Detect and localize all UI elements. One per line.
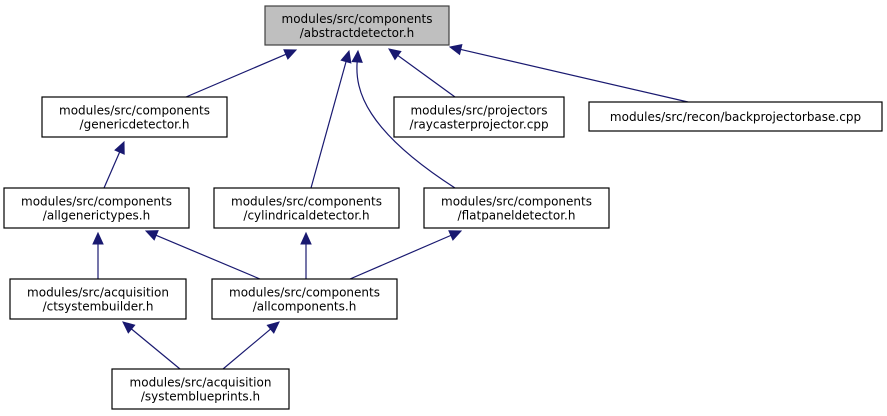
edge-line xyxy=(460,48,689,103)
node-box[interactable] xyxy=(41,96,228,138)
arrowhead-icon xyxy=(388,48,402,61)
node-cylindricaldetector[interactable]: modules/src/components/cylindricaldetect… xyxy=(213,187,400,229)
node-box[interactable] xyxy=(213,187,400,229)
node-label: /systemblueprints.h xyxy=(141,390,260,404)
arrowhead-icon xyxy=(300,231,312,245)
edge-genericdetector-to-abstractdetector xyxy=(185,49,298,98)
node-box[interactable] xyxy=(9,278,187,320)
node-systemblueprints[interactable]: modules/src/acquisition/systemblueprints… xyxy=(111,368,290,410)
nodes-layer: modules/src/components/abstractdetector.… xyxy=(3,5,883,410)
node-label: modules/src/components xyxy=(282,12,433,26)
node-box[interactable] xyxy=(264,5,450,46)
edge-line xyxy=(397,54,456,98)
edges-layer xyxy=(92,43,689,370)
node-box[interactable] xyxy=(423,187,610,229)
edge-allgenerictypes-to-genericdetector xyxy=(103,140,125,189)
node-label: /genericdetector.h xyxy=(80,118,190,132)
edge-line xyxy=(222,328,271,370)
node-raycasterprojector[interactable]: modules/src/projectors/raycasterprojecto… xyxy=(393,96,565,138)
arrowhead-icon xyxy=(448,43,463,56)
node-allgenerictypes[interactable]: modules/src/components/allgenerictypes.h xyxy=(3,187,190,229)
arrowhead-icon xyxy=(283,49,298,60)
edge-allcomponents-to-cylindricaldetector xyxy=(300,231,312,279)
node-label: /flatpaneldetector.h xyxy=(458,209,576,223)
node-box[interactable] xyxy=(393,96,565,138)
edge-line xyxy=(349,234,452,280)
edge-raycasterprojector-to-abstractdetector xyxy=(388,48,456,98)
node-allcomponents[interactable]: modules/src/components/allcomponents.h xyxy=(211,278,398,320)
arrowhead-icon xyxy=(122,321,136,334)
edge-line xyxy=(103,151,121,189)
arrowhead-icon xyxy=(114,140,125,155)
node-label: modules/src/projectors xyxy=(410,104,547,118)
node-ctsystembuilder[interactable]: modules/src/acquisition/ctsystembuilder.… xyxy=(9,278,187,320)
node-flatpaneldetector[interactable]: modules/src/components/flatpaneldetector… xyxy=(423,187,610,229)
node-label: modules/src/components xyxy=(59,104,210,118)
node-label: /allgenerictypes.h xyxy=(43,209,150,223)
node-label: modules/src/components xyxy=(21,195,172,209)
arrowhead-icon xyxy=(340,49,352,64)
arrowhead-icon xyxy=(351,49,363,63)
arrowhead-icon xyxy=(144,230,159,241)
node-backprojectorbase[interactable]: modules/src/recon/backprojectorbase.cpp xyxy=(588,101,883,132)
node-box[interactable] xyxy=(3,187,190,229)
node-label: modules/src/components xyxy=(231,195,382,209)
node-label: /ctsystembuilder.h xyxy=(43,300,154,314)
arrowhead-icon xyxy=(448,230,463,241)
node-label: modules/src/acquisition xyxy=(27,286,169,300)
node-label: modules/src/components xyxy=(441,195,592,209)
node-box[interactable] xyxy=(211,278,398,320)
arrowhead-icon xyxy=(92,231,104,245)
edge-line xyxy=(131,328,181,370)
node-label: modules/src/recon/backprojectorbase.cpp xyxy=(610,110,861,124)
node-label: modules/src/acquisition xyxy=(130,376,272,390)
node-label: /cylindricaldetector.h xyxy=(243,209,369,223)
node-abstractdetector[interactable]: modules/src/components/abstractdetector.… xyxy=(264,5,450,46)
node-label: /allcomponents.h xyxy=(253,300,357,314)
node-box[interactable] xyxy=(588,101,883,132)
edge-line xyxy=(185,53,287,98)
edge-systemblueprints-to-ctsystembuilder xyxy=(122,321,181,370)
edge-allcomponents-to-flatpaneldetector xyxy=(349,230,463,280)
node-genericdetector[interactable]: modules/src/components/genericdetector.h xyxy=(41,96,228,138)
edge-ctsystembuilder-to-allgenerictypes xyxy=(92,231,104,279)
edge-allcomponents-to-allgenerictypes xyxy=(144,230,261,280)
edge-systemblueprints-to-allcomponents xyxy=(222,321,280,370)
node-label: /abstractdetector.h xyxy=(300,26,415,40)
arrowhead-icon xyxy=(266,321,280,334)
edge-backprojectorbase-to-abstractdetector xyxy=(448,43,689,103)
edge-cylindricaldetector-to-abstractdetector xyxy=(310,49,352,189)
node-label: /raycasterprojector.cpp xyxy=(409,118,548,132)
edge-line xyxy=(310,61,347,189)
edge-line xyxy=(155,234,261,280)
node-label: modules/src/components xyxy=(229,286,380,300)
edge-line xyxy=(356,61,456,189)
edge-flatpaneldetector-to-abstractdetector xyxy=(351,49,456,189)
node-box[interactable] xyxy=(111,368,290,410)
